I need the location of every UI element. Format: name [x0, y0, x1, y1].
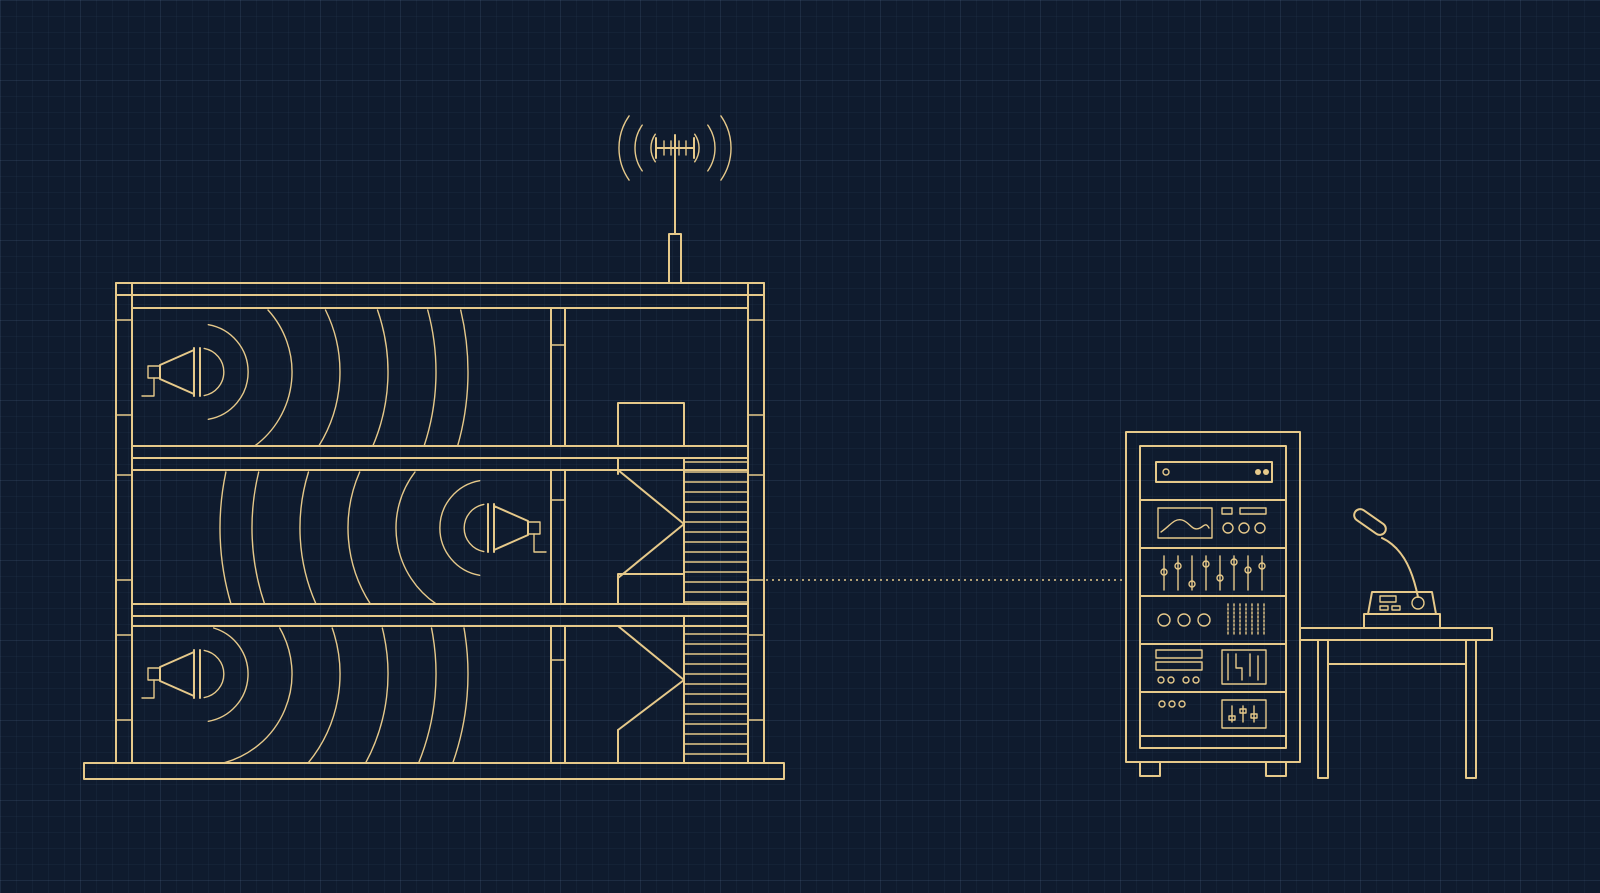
fader-knob — [1174, 562, 1182, 570]
sound-wave-arc — [222, 627, 293, 764]
sound-wave-arc — [417, 627, 437, 764]
fader-knob — [1188, 580, 1196, 588]
left-wall — [115, 282, 133, 764]
sound-wave-arc — [207, 324, 249, 420]
speaker-driver — [527, 521, 541, 535]
antenna-signal-waves — [618, 115, 732, 181]
rack-unit-2 — [1139, 507, 1287, 549]
equipment-rack-icon — [1125, 431, 1301, 777]
sound-wave-arc — [318, 309, 341, 447]
speaker-bracket — [533, 533, 547, 553]
horn-speaker-icon — [141, 649, 201, 699]
fader-knob — [1202, 560, 1210, 568]
building-base — [83, 762, 785, 780]
sound-wave-arc — [423, 309, 437, 447]
horn-speaker-icon — [141, 347, 201, 397]
sound-wave-arc — [203, 649, 225, 699]
sound-wave-arc — [299, 471, 317, 605]
speaker-bracket — [141, 377, 155, 397]
sound-wave-arc — [203, 347, 225, 397]
rack-unit-4 — [1139, 603, 1287, 645]
sound-wave-arc — [463, 503, 485, 553]
signal-arc-left — [618, 115, 630, 181]
sound-wave-arc — [456, 309, 469, 447]
signal-arc-right — [694, 133, 700, 163]
floor-slab-2 — [131, 445, 749, 459]
desk-microphone-icon — [1353, 508, 1441, 629]
side-table — [1299, 627, 1493, 779]
fader-knob — [1160, 568, 1168, 576]
sound-wave-arc — [219, 471, 232, 605]
speaker-horn — [159, 651, 195, 697]
signal-arc-left — [650, 133, 656, 163]
fader-knob — [1216, 574, 1224, 582]
fader-knob — [1244, 566, 1252, 574]
sound-wave-arc — [254, 309, 293, 447]
fader-knob — [1230, 558, 1238, 566]
speaker-horn — [159, 349, 195, 395]
sound-waves-mid — [219, 471, 485, 605]
radio-antenna-icon — [618, 115, 732, 284]
rack-unit-3-faders — [1139, 555, 1287, 597]
signal-arc-right — [720, 115, 732, 181]
sound-wave-arc — [395, 471, 437, 605]
speaker-driver — [147, 365, 161, 379]
roof — [115, 282, 765, 296]
speaker-bracket — [141, 679, 155, 699]
sound-wave-arc — [372, 309, 389, 447]
sound-wave-arc — [452, 627, 469, 764]
horn-speaker-icon — [487, 503, 547, 553]
sound-wave-arc — [347, 471, 372, 605]
signal-arc-left — [634, 124, 643, 172]
sound-wave-arc — [439, 480, 481, 576]
rack-unit-5 — [1139, 649, 1287, 693]
building — [83, 115, 785, 780]
sound-wave-arc — [364, 627, 389, 764]
speaker-driver — [147, 667, 161, 681]
sound-waves-bottom — [203, 627, 469, 764]
sound-waves-top — [203, 309, 469, 447]
sound-wave-arc — [307, 627, 341, 764]
rack-unit-6 — [1139, 699, 1287, 737]
sound-wave-arc — [251, 471, 266, 605]
signal-arc-right — [707, 124, 716, 172]
right-wall — [747, 282, 765, 764]
speaker-horn — [493, 505, 529, 551]
floor-slab-1 — [131, 603, 749, 617]
fader-knob — [1258, 562, 1266, 570]
rack-unit-1 — [1139, 461, 1287, 501]
sound-wave-arc — [207, 627, 249, 722]
stairwell — [617, 402, 749, 764]
